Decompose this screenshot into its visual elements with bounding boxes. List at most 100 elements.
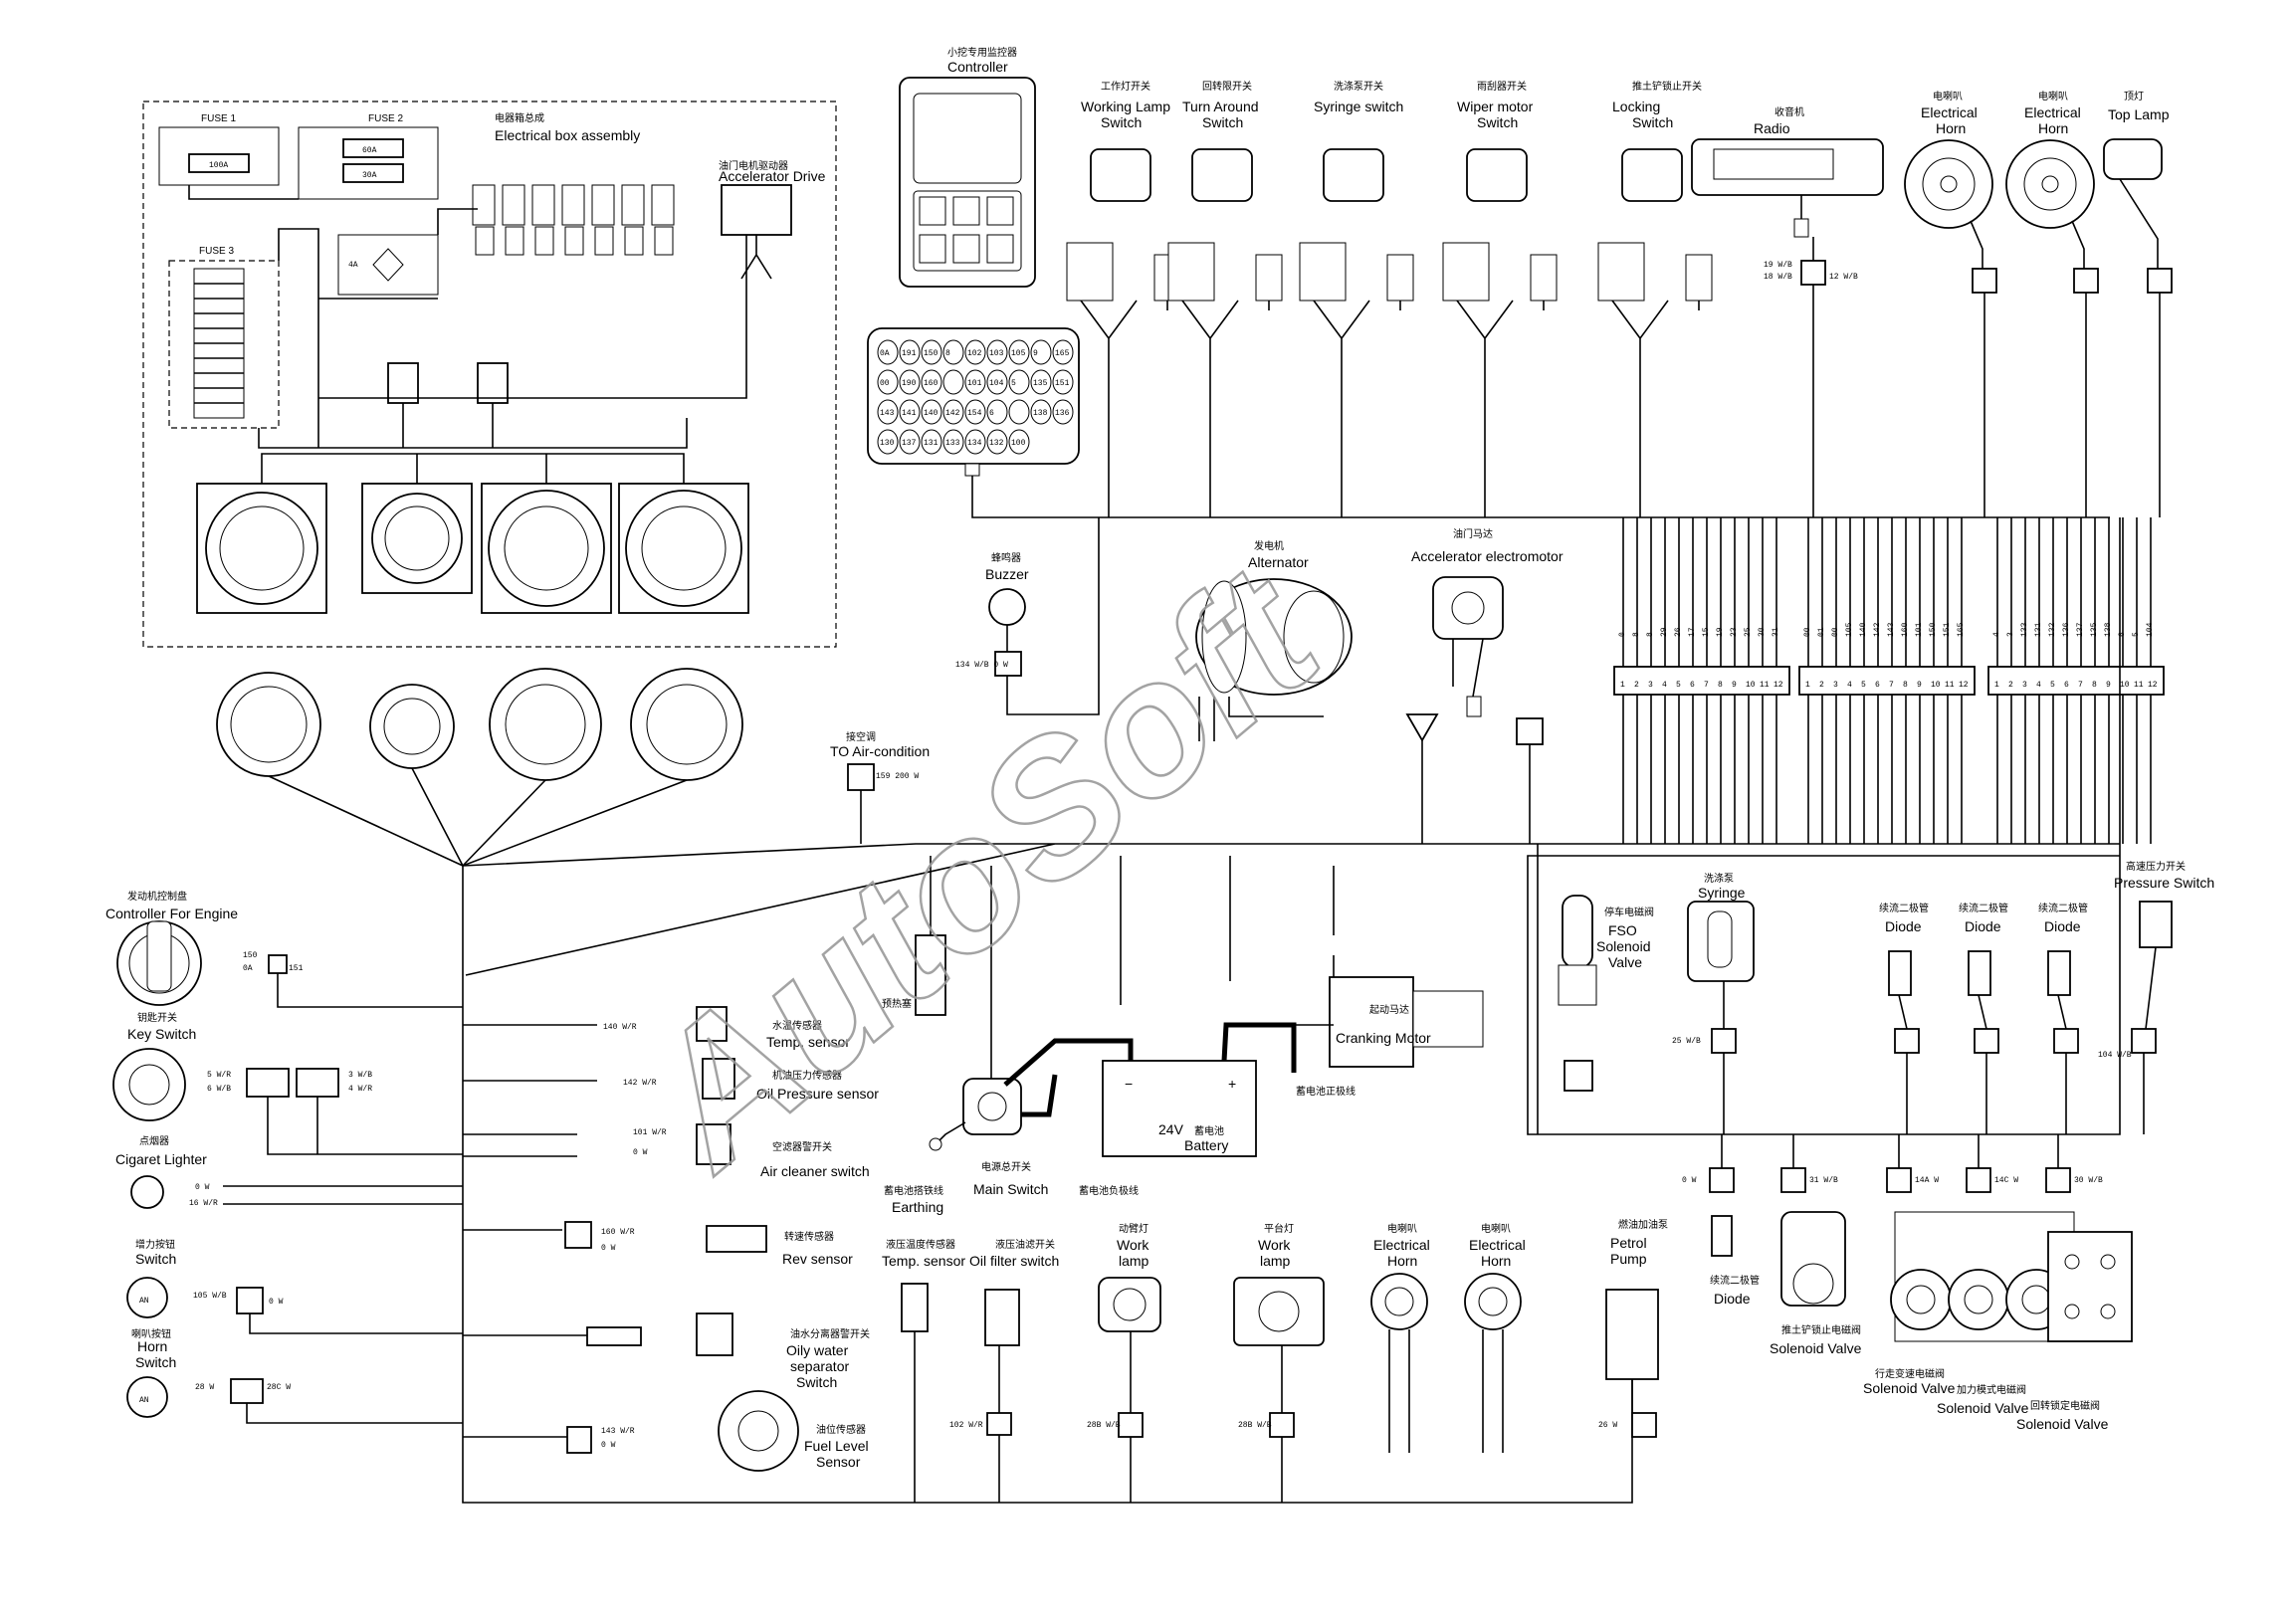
accelerator-electromotor-label: Accelerator electromotor	[1411, 548, 1564, 564]
connector-pin	[921, 429, 942, 455]
connector-pin	[1052, 339, 1074, 365]
connector-pin	[1008, 369, 1030, 395]
boost-button-icon[interactable]	[126, 1277, 168, 1318]
temp-sensor-label: Temp. sensor	[766, 1034, 850, 1050]
connector-pin	[964, 429, 986, 455]
svg-text:加力模式电磁阀: 加力模式电磁阀	[1957, 1383, 2026, 1396]
rocker-switch-icon[interactable]	[1090, 148, 1151, 202]
switch-plug-icon	[1685, 254, 1713, 302]
terminal-wire-label: 132	[2048, 622, 2057, 637]
controller-label: Controller	[947, 59, 1008, 75]
connector-pin-label: 130	[880, 439, 895, 448]
terminal-number: 8	[1718, 681, 1723, 690]
top-switch-label: Turn Around	[1182, 99, 1259, 114]
box-connector-1-icon	[196, 483, 327, 614]
horn-button-icon[interactable]	[126, 1376, 168, 1418]
accelerator-drive-cn: 油门电机驱动器	[719, 159, 788, 172]
terminal-wire-label: 25	[1744, 627, 1753, 637]
work-lamp-2-label: Work	[1258, 1237, 1291, 1253]
svg-text:AN: AN	[139, 1297, 149, 1306]
terminal-number: 3	[2022, 681, 2027, 690]
battery-icon	[1102, 1060, 1257, 1157]
svg-text:起动马达: 起动马达	[1369, 1004, 1409, 1016]
terminal-wire-label: 138	[2104, 622, 2113, 637]
key-plug-b-icon	[296, 1068, 339, 1098]
connector-pin	[1030, 339, 1052, 365]
terminal-wire-label: 142	[1873, 622, 1882, 637]
cigarette-lighter-icon[interactable]	[130, 1175, 164, 1209]
terminal-wire-label: 23	[1730, 627, 1739, 637]
diode-label: Diode	[1965, 918, 2001, 934]
svg-text:蓄电池负极线: 蓄电池负极线	[1079, 1184, 1139, 1197]
oily-water-switch-label: Oily water	[786, 1342, 849, 1358]
accelerator-drive-label: Accelerator Drive	[719, 168, 826, 184]
terminal-number: 5	[1676, 681, 1681, 690]
svg-text:28B W/B: 28B W/B	[1238, 1421, 1272, 1430]
engine-controller-plug-icon	[268, 954, 288, 974]
connector-pin	[877, 399, 899, 425]
connector-pin	[899, 399, 921, 425]
fuse2a-icon	[342, 138, 404, 158]
svg-text:−: −	[1125, 1076, 1133, 1092]
main-switch-label: Main Switch	[973, 1181, 1048, 1197]
rocker-switch-icon[interactable]	[1466, 148, 1528, 202]
connector-pin	[921, 399, 942, 425]
svg-text:30 W/B: 30 W/B	[2074, 1176, 2103, 1185]
connector-pin-label: 102	[967, 349, 982, 358]
svg-text:0 W: 0 W	[195, 1183, 210, 1192]
connector-pin	[1052, 369, 1074, 395]
terminal-wire-label: 136	[2062, 622, 2071, 637]
svg-text:燃油加油泵: 燃油加油泵	[1618, 1218, 1668, 1231]
svg-text:28B W/B: 28B W/B	[1087, 1421, 1121, 1430]
fso-valve: 停车电磁阀 FSO Solenoid Valve	[1558, 895, 1654, 1092]
terminal-number: 9	[2106, 681, 2111, 690]
connector-pin	[899, 339, 921, 365]
rocker-switch-icon[interactable]	[1191, 148, 1253, 202]
terminal-number: 1	[1620, 681, 1625, 690]
radio-label: Radio	[1754, 120, 1790, 136]
connector-pin	[1008, 339, 1030, 365]
svg-text:143 W/R: 143 W/R	[601, 1427, 635, 1436]
battery-label: Battery	[1184, 1137, 1228, 1153]
fuse2-label: FUSE 2	[368, 113, 403, 124]
oil-pressure-sensor: 142 W/R 机油压力传感器 Oil Pressure sensor	[463, 1058, 879, 1102]
rev-plug-icon	[564, 1221, 592, 1249]
diode-plug-icon	[2053, 1028, 2079, 1054]
oil-filter-switch-label: Oil filter switch	[969, 1253, 1059, 1269]
air-condition-plug-icon	[847, 763, 875, 791]
svg-text:发电机: 发电机	[1254, 539, 1284, 552]
rocker-switch-icon[interactable]	[1621, 148, 1683, 202]
cigarette-lighter-label: Cigaret Lighter	[115, 1151, 207, 1167]
connector-pin-label: 104	[989, 379, 1004, 388]
connector-pin	[964, 399, 986, 425]
svg-text:平台灯: 平台灯	[1264, 1222, 1294, 1235]
svg-text:101 W/R: 101 W/R	[633, 1128, 667, 1137]
petrol-pump-icon	[1605, 1289, 1659, 1380]
top-switch-label-cn: 回转限开关	[1202, 80, 1252, 93]
electrical-box-assembly: 电器箱总成 Electrical box assembly FUSE 1 100…	[142, 101, 837, 648]
svg-text:洗涤泵: 洗涤泵	[1704, 872, 1734, 885]
svg-text:159 200 W: 159 200 W	[876, 772, 919, 781]
accelerator-electromotor: 油门马达 Accelerator electromotor	[1411, 527, 1564, 717]
preheater: 预热塞	[882, 856, 946, 1016]
work-lamp-1-label: Work	[1117, 1237, 1149, 1253]
top-switch-label: Switch	[1202, 114, 1243, 130]
box-connector-2-icon	[361, 483, 473, 594]
svg-text:150: 150	[243, 951, 258, 960]
svg-text:Switch: Switch	[135, 1354, 176, 1370]
air-cleaner-switch-icon	[696, 1123, 731, 1165]
rocker-switch-icon[interactable]	[1323, 148, 1384, 202]
diode-bottom-plug-icon	[1709, 1167, 1735, 1193]
connector-pin	[964, 369, 986, 395]
connector-pin-label: 143	[880, 409, 895, 418]
svg-text:18 W/B: 18 W/B	[1764, 273, 1792, 282]
top-lamp-icon	[2103, 138, 2163, 180]
connector-pin-label: 132	[989, 439, 1004, 448]
terminal-number: 1	[1805, 681, 1810, 690]
connector-pin-label: 9	[1033, 349, 1038, 358]
syringe: 洗涤泵 Syringe 25 W/B	[1672, 872, 1755, 1134]
